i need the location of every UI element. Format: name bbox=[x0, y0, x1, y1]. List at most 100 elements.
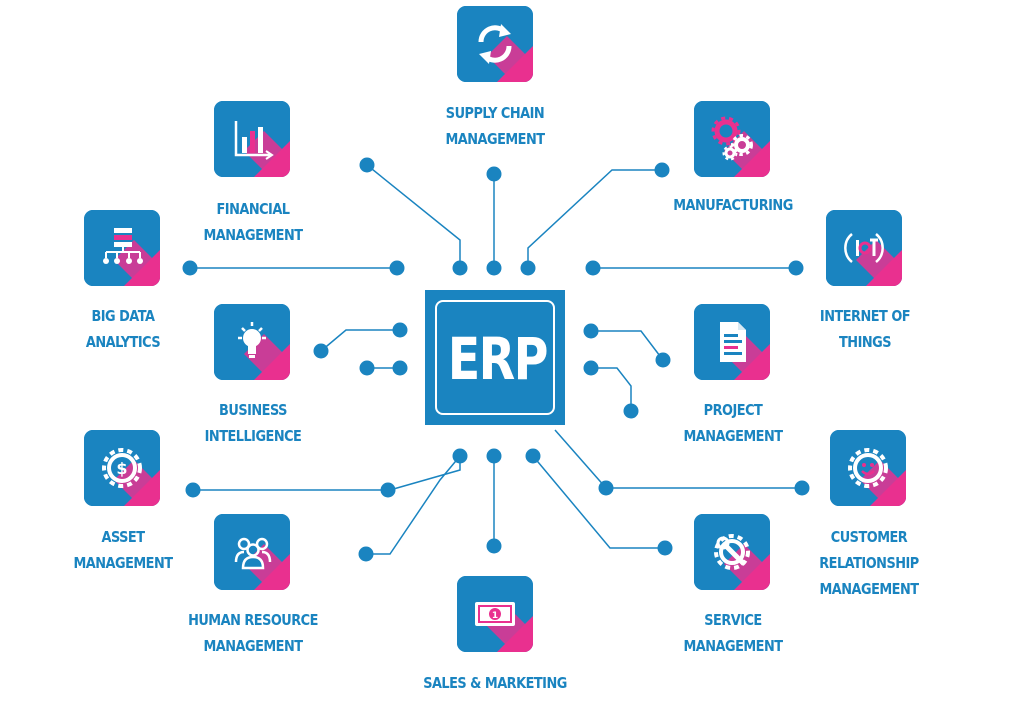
module-label-iot: INTERNET OF THINGS bbox=[792, 303, 938, 355]
gears-icon bbox=[694, 101, 770, 177]
module-label-line: MANAGEMENT bbox=[203, 637, 303, 655]
hierarchy-icon bbox=[84, 210, 160, 286]
module-label-line: BIG DATA bbox=[91, 307, 155, 325]
module-label-human-resource: HUMAN RESOURCE MANAGEMENT bbox=[180, 607, 326, 659]
circuit-node bbox=[654, 162, 670, 178]
module-label-project: PROJECT MANAGEMENT bbox=[660, 397, 806, 449]
module-tile-crm bbox=[830, 430, 906, 506]
module-label-line: FINANCIAL bbox=[216, 200, 290, 218]
module-label-business-intelligence: BUSINESS INTELLIGENCE bbox=[180, 397, 326, 449]
module-label-asset: ASSET MANAGEMENT bbox=[50, 524, 196, 576]
circuit-line bbox=[320, 329, 400, 352]
erp-chip: ERP bbox=[425, 290, 565, 425]
module-label-line: BUSINESS bbox=[219, 401, 287, 419]
module-label-line: INTERNET OF bbox=[819, 307, 911, 325]
module-label-line: INTELLIGENCE bbox=[204, 427, 302, 445]
gear-wrench-icon bbox=[694, 514, 770, 590]
module-tile-manufacturing bbox=[694, 101, 770, 177]
module-tile-supply-chain bbox=[457, 6, 533, 82]
module-tile-financial bbox=[214, 101, 290, 177]
module-label-line: MANUFACTURING bbox=[673, 196, 793, 214]
module-label-line: ASSET bbox=[101, 528, 145, 546]
module-label-line: SERVICE bbox=[704, 611, 762, 629]
gear-smile-icon bbox=[830, 430, 906, 506]
circuit-node bbox=[655, 352, 671, 368]
module-label-financial: FINANCIAL MANAGEMENT bbox=[180, 196, 326, 248]
circuit-node bbox=[598, 480, 614, 496]
circuit-node bbox=[182, 260, 198, 276]
module-label-line: MANAGEMENT bbox=[445, 130, 545, 148]
circuit-node bbox=[486, 448, 502, 464]
module-label-service: SERVICE MANAGEMENT bbox=[660, 607, 806, 659]
module-label-supply-chain: SUPPLY CHAIN MANAGEMENT bbox=[422, 100, 568, 152]
people-icon bbox=[214, 514, 290, 590]
module-label-line: PROJECT bbox=[703, 401, 763, 419]
circuit-node bbox=[657, 540, 673, 556]
module-label-line: MANAGEMENT bbox=[203, 226, 303, 244]
circuit-line bbox=[591, 367, 632, 411]
module-label-line: MANAGEMENT bbox=[683, 427, 783, 445]
svg-text:1: 1 bbox=[492, 611, 498, 621]
document-icon bbox=[694, 304, 770, 380]
module-label-line: MANAGEMENT bbox=[683, 637, 783, 655]
module-label-line: CUSTOMER bbox=[830, 528, 908, 546]
circuit-node bbox=[452, 260, 468, 276]
circuit-node bbox=[583, 323, 599, 339]
circuit-line bbox=[366, 455, 461, 555]
circuit-node bbox=[389, 260, 405, 276]
module-label-line: HUMAN RESOURCE bbox=[188, 611, 318, 629]
module-label-line: MANAGEMENT bbox=[819, 580, 919, 598]
gear-dollar-icon: $ bbox=[84, 430, 160, 506]
circuit-line bbox=[366, 164, 461, 268]
module-label-line: SUPPLY CHAIN bbox=[445, 104, 545, 122]
module-label-line: THINGS bbox=[839, 333, 891, 351]
module-tile-big-data bbox=[84, 210, 160, 286]
circuit-line bbox=[532, 455, 665, 549]
circuit-node bbox=[185, 482, 201, 498]
module-tile-business-intelligence bbox=[214, 304, 290, 380]
circuit-node bbox=[313, 343, 329, 359]
module-label-sales-marketing: SALES & MARKETING bbox=[422, 670, 568, 696]
circuit-node bbox=[358, 546, 374, 562]
bar-chart-icon bbox=[214, 101, 290, 177]
circuit-node bbox=[392, 322, 408, 338]
circuit-node bbox=[585, 260, 601, 276]
circuit-line bbox=[527, 169, 662, 268]
circuit-node bbox=[380, 482, 396, 498]
iot-icon bbox=[826, 210, 902, 286]
module-tile-asset: $ bbox=[84, 430, 160, 506]
module-label-line: SALES & MARKETING bbox=[423, 674, 567, 692]
erp-chip-border: ERP bbox=[435, 300, 555, 415]
circuit-node bbox=[452, 448, 468, 464]
circuit-node bbox=[794, 480, 810, 496]
module-label-line: RELATIONSHIP bbox=[819, 554, 919, 572]
module-tile-human-resource bbox=[214, 514, 290, 590]
circuit-line bbox=[554, 429, 607, 489]
banknote-icon: 1 bbox=[457, 576, 533, 652]
circuit-node bbox=[623, 403, 639, 419]
module-label-manufacturing: MANUFACTURING bbox=[660, 192, 806, 218]
lightbulb-icon bbox=[214, 304, 290, 380]
module-tile-sales-marketing: 1 bbox=[457, 576, 533, 652]
module-tile-project bbox=[694, 304, 770, 380]
svg-text:$: $ bbox=[116, 459, 127, 478]
circuit-node bbox=[359, 157, 375, 173]
erp-label: ERP bbox=[447, 325, 549, 393]
circuit-line bbox=[389, 456, 461, 491]
circuit-node bbox=[392, 360, 408, 376]
circuit-node bbox=[520, 260, 536, 276]
module-tile-iot bbox=[826, 210, 902, 286]
circuit-node bbox=[359, 360, 375, 376]
circuit-line bbox=[591, 330, 664, 361]
circuit-node bbox=[486, 166, 502, 182]
module-label-line: ANALYTICS bbox=[85, 333, 161, 351]
module-tile-service bbox=[694, 514, 770, 590]
refresh-icon bbox=[457, 6, 533, 82]
module-label-crm: CUSTOMER RELATIONSHIP MANAGEMENT bbox=[796, 524, 942, 602]
circuit-node bbox=[583, 360, 599, 376]
circuit-node bbox=[788, 260, 804, 276]
module-label-line: MANAGEMENT bbox=[73, 554, 173, 572]
circuit-node bbox=[486, 538, 502, 554]
